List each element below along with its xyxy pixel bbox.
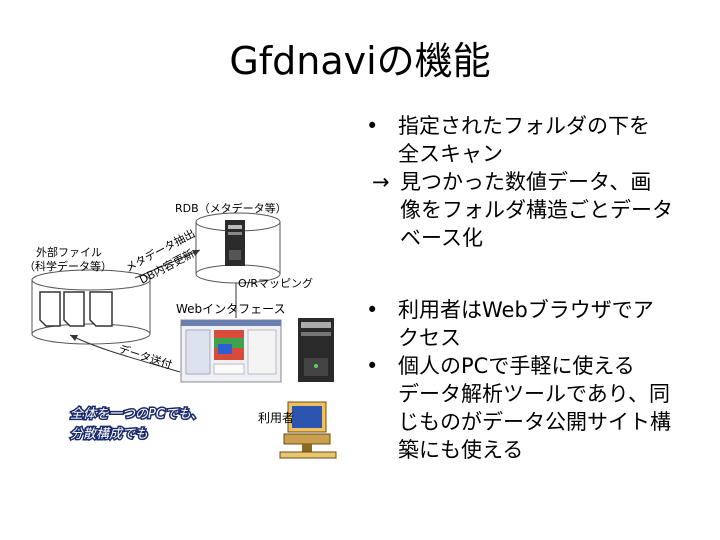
server-tower-icon	[298, 318, 334, 382]
file-icons	[39, 291, 113, 327]
user-pc-icon	[279, 401, 337, 459]
bullet-dot: •	[366, 114, 379, 138]
bullet-dot: •	[366, 354, 379, 378]
external-files-label-line2: （科学データ等）	[24, 259, 112, 273]
whole-pc-note-line2: 分散構成でも	[70, 427, 148, 442]
web-interface-screenshot	[180, 319, 282, 383]
bullet-list: • 指定されたフォルダの下を 全スキャン → 見つかった数値データ、画 像をフォ…	[360, 112, 710, 464]
data-send-arrow	[69, 334, 181, 373]
sub-line: ベース化	[400, 226, 483, 250]
sub-item-database: → 見つかった数値データ、画 像をフォルダ構造ごとデータ ベース化	[360, 168, 710, 252]
bullet-line: 全スキャン	[398, 142, 503, 166]
sub-line: 見つかった数値データ、画	[400, 170, 652, 194]
external-files-label-line1: 外部ファイル	[36, 245, 102, 259]
bullet-dot: •	[366, 298, 379, 322]
bullet-line: クセス	[398, 326, 461, 350]
user-label: 利用者	[258, 411, 294, 425]
or-mapping-label: O/Rマッピング	[238, 276, 313, 290]
bullet-item-scan: • 指定されたフォルダの下を 全スキャン	[360, 112, 710, 168]
data-send-label: データ送付	[117, 342, 174, 372]
bullet-line: 指定されたフォルダの下を	[398, 114, 650, 138]
arrow-icon: →	[372, 170, 390, 194]
bullet-line: 個人のPCで手軽に使える	[398, 354, 635, 378]
sub-line: 像をフォルダ構造ごとデータ	[400, 198, 673, 222]
data-send-arrowhead	[70, 335, 78, 341]
bullet-line: 利用者はWebブラウザでア	[398, 298, 654, 322]
whole-pc-note-line1: 全体を一つのPCでも、	[70, 406, 204, 422]
bullet-line: データ解析ツールであり、同	[398, 382, 670, 406]
bullet-line: じものがデータ公開サイト構	[398, 410, 671, 434]
bullet-line: 築にも使える	[398, 438, 524, 462]
web-interface-label: Webインタフェース	[176, 302, 286, 316]
slide-title: Gfdnaviの機能	[229, 39, 491, 83]
bullet-item-web-access: • 利用者はWebブラウザでア クセス	[360, 296, 710, 352]
bullet-item-analysis-tool: • 個人のPCで手軽に使える データ解析ツールであり、同 じものがデータ公開サイ…	[360, 352, 710, 464]
meta-extract-arrowhead	[192, 250, 200, 256]
rdb-label: RDB（メタデータ等）	[175, 201, 287, 215]
db-server-icon	[225, 220, 245, 266]
meta-extract-arrow	[134, 249, 201, 279]
